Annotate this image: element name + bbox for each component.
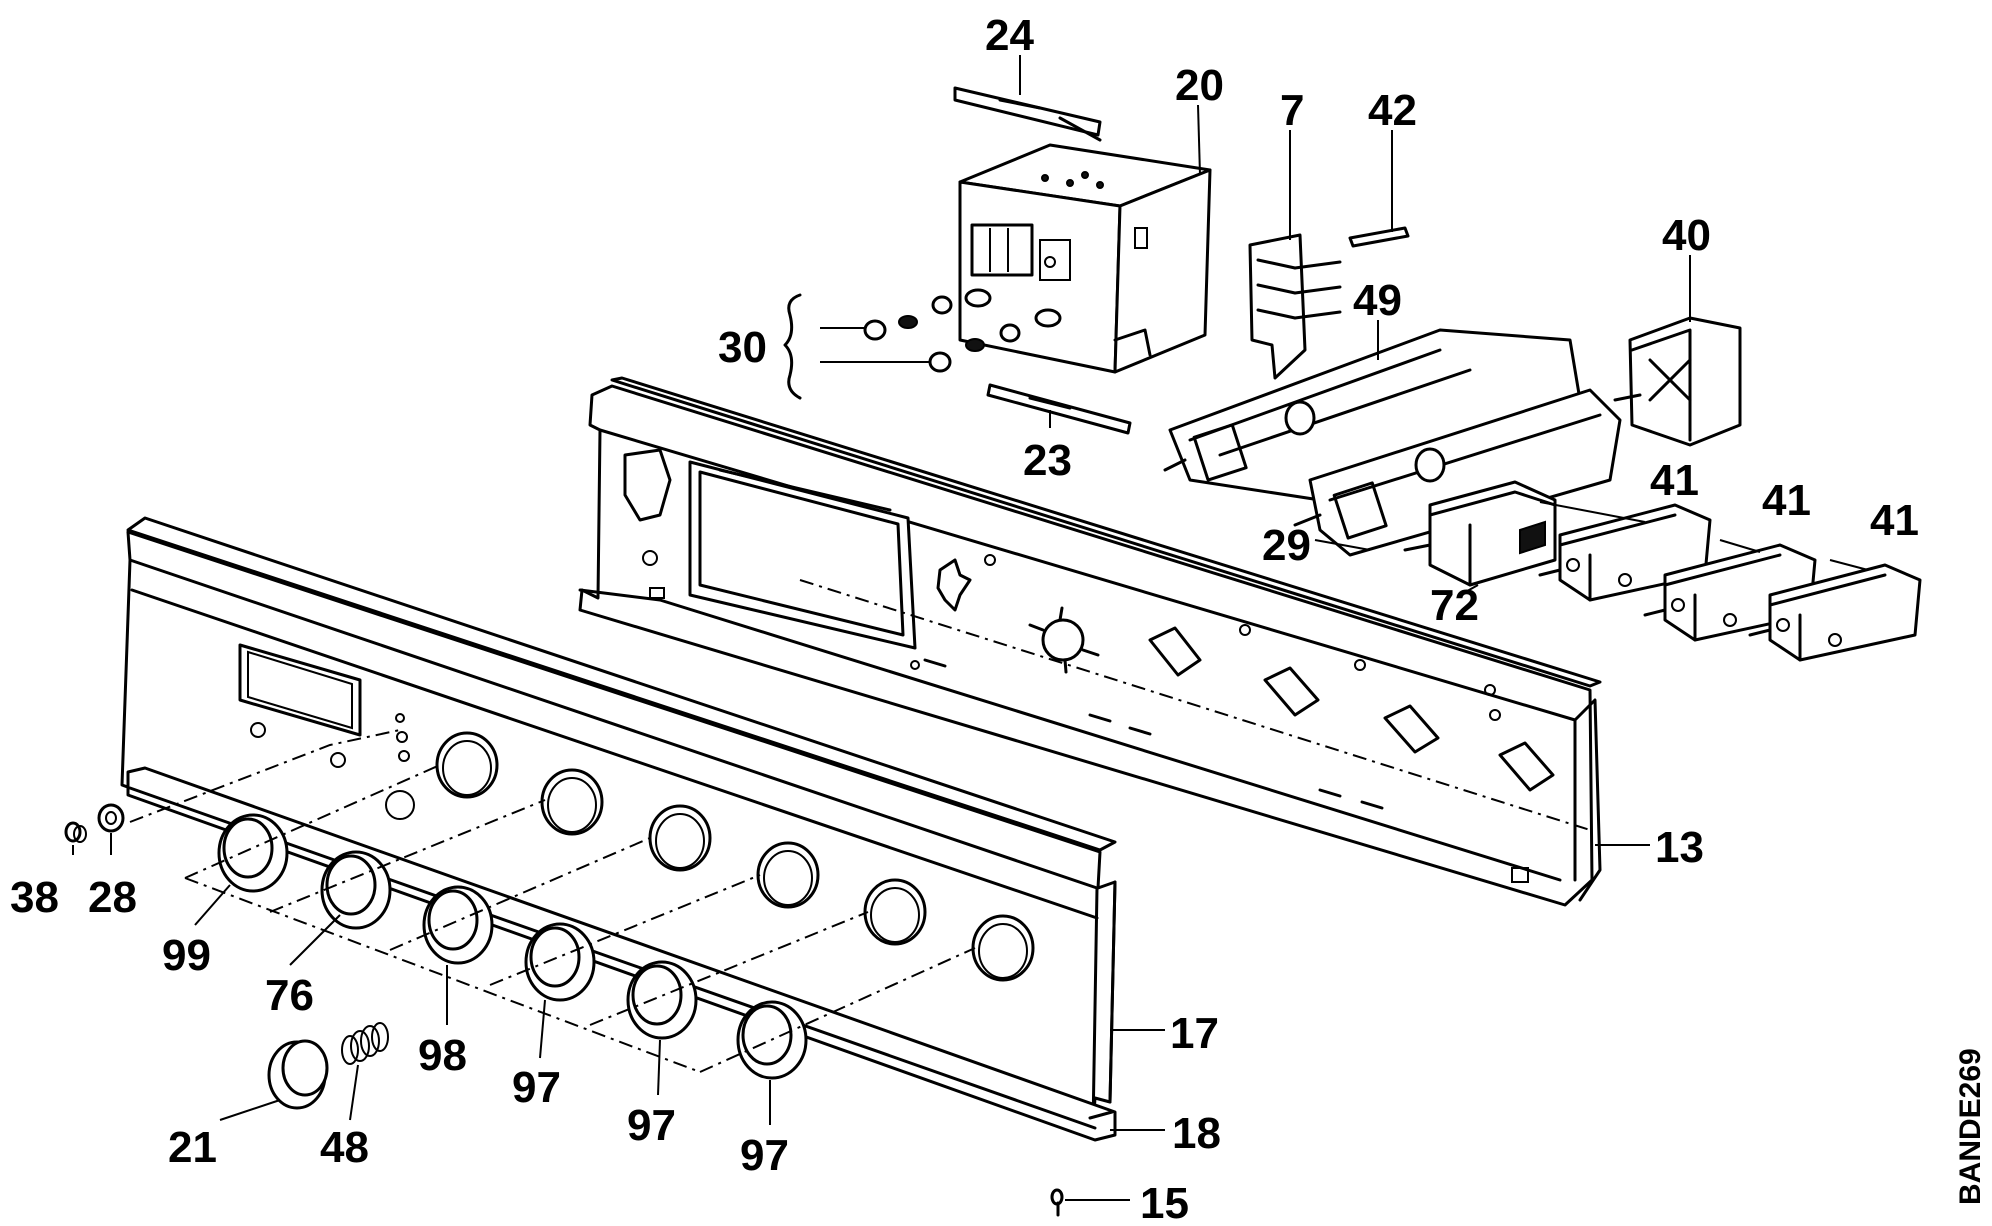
label-38: 38 bbox=[10, 873, 59, 922]
label-76: 76 bbox=[265, 971, 314, 1020]
knob-ring-97-b bbox=[626, 960, 698, 1040]
label-29: 29 bbox=[1262, 521, 1311, 570]
knob-spring bbox=[341, 1022, 389, 1065]
part-labels: 24 20 7 42 40 49 30 23 41 41 41 29 72 13… bbox=[10, 11, 1987, 1226]
switch-bank bbox=[1163, 328, 1622, 557]
thermostat bbox=[1613, 316, 1742, 447]
label-97-a: 97 bbox=[512, 1063, 561, 1112]
label-41-c: 41 bbox=[1870, 496, 1919, 545]
label-41-a: 41 bbox=[1650, 456, 1699, 505]
label-97-c: 97 bbox=[740, 1131, 789, 1180]
label-99: 99 bbox=[162, 931, 211, 980]
label-41-b: 41 bbox=[1762, 476, 1811, 525]
rear-mounting-panel bbox=[578, 376, 1602, 907]
label-23: 23 bbox=[1023, 436, 1072, 485]
label-18: 18 bbox=[1172, 1109, 1221, 1158]
fixing-screw bbox=[1050, 1188, 1064, 1217]
connector-pin bbox=[1348, 226, 1410, 248]
drawing-code: BANDE269 bbox=[1954, 1048, 1987, 1205]
energy-regulator bbox=[1403, 480, 1557, 587]
control-knob bbox=[267, 1039, 329, 1110]
label-21: 21 bbox=[168, 1123, 217, 1172]
terminal-connector bbox=[1248, 233, 1342, 380]
leader-lines bbox=[72, 55, 1869, 1201]
label-98: 98 bbox=[418, 1031, 467, 1080]
small-screw bbox=[64, 821, 87, 843]
knob-ring-98 bbox=[422, 885, 494, 965]
rotary-switch-3 bbox=[1748, 563, 1922, 662]
label-7: 7 bbox=[1280, 86, 1304, 135]
front-control-panel bbox=[120, 516, 1117, 1130]
label-48: 48 bbox=[320, 1123, 369, 1172]
label-72: 72 bbox=[1430, 581, 1479, 630]
label-42: 42 bbox=[1368, 86, 1417, 135]
label-20: 20 bbox=[1175, 61, 1224, 110]
alignment-lines bbox=[129, 579, 1591, 1073]
label-30: 30 bbox=[718, 323, 767, 372]
label-49: 49 bbox=[1353, 276, 1402, 325]
washer bbox=[97, 803, 125, 833]
label-40: 40 bbox=[1662, 211, 1711, 260]
label-28: 28 bbox=[88, 873, 137, 922]
top-bracket bbox=[953, 86, 1102, 142]
label-13: 13 bbox=[1655, 823, 1704, 872]
label-97-b: 97 bbox=[627, 1101, 676, 1150]
button-set bbox=[783, 288, 1062, 400]
label-24: 24 bbox=[985, 11, 1034, 60]
knob-ring-76 bbox=[320, 850, 392, 930]
knob-ring-99 bbox=[217, 813, 289, 893]
label-17: 17 bbox=[1170, 1009, 1219, 1058]
timer-module bbox=[958, 143, 1212, 374]
knob-ring-97-a bbox=[524, 922, 596, 1002]
label-15: 15 bbox=[1140, 1179, 1189, 1221]
knob-rings bbox=[217, 813, 808, 1080]
bottom-bracket bbox=[986, 383, 1132, 435]
